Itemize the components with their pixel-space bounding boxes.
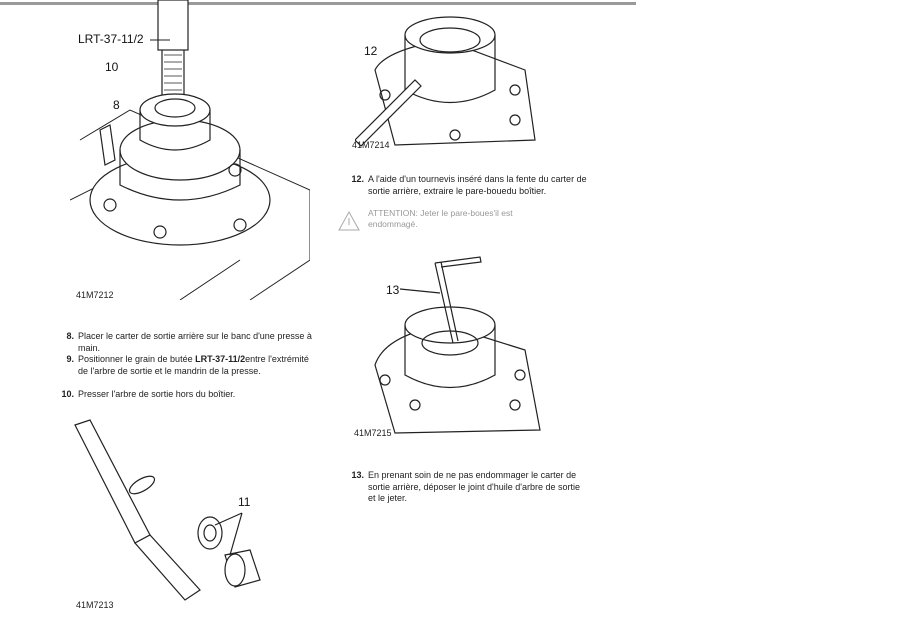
step-9: 9. Positionner le grain de butée LRT-37-… xyxy=(66,354,309,376)
illustration-press-housing xyxy=(70,0,310,300)
callout-11: 11 xyxy=(238,495,251,509)
tool-reference: LRT-37-11/2 xyxy=(195,354,246,364)
callout-tool: LRT-37-11/2 xyxy=(78,32,144,46)
step-12: 12. A l'aide d'un tournevis inséré dans … xyxy=(351,174,587,196)
illustration-output-shaft xyxy=(74,419,261,601)
illustration-oil-seal-removal xyxy=(374,256,541,434)
warning-text: ATTENTION: Jeter le pare-boues'il est en… xyxy=(368,208,513,229)
figure-id: 41M7215 xyxy=(354,428,392,438)
callout-13: 13 xyxy=(386,283,400,297)
warning-triangle-icon xyxy=(338,210,360,231)
figure-id: 41M7213 xyxy=(76,600,114,610)
callout-12: 12 xyxy=(364,44,378,58)
step-8: 8. Placer le carter de sortie arrière su… xyxy=(66,331,312,353)
callout-10: 10 xyxy=(105,60,119,74)
step-10: 10. Presser l'arbre de sortie hors du bo… xyxy=(61,389,236,399)
figure-id: 41M7212 xyxy=(76,290,114,300)
step-13: 13. En prenant soin de ne pas endommager… xyxy=(351,470,581,503)
figure-id: 41M7214 xyxy=(352,140,390,150)
callout-8: 8 xyxy=(113,98,120,112)
leader-line xyxy=(150,39,170,41)
illustration-mudshield-removal xyxy=(355,16,536,147)
top-rule xyxy=(0,2,636,5)
